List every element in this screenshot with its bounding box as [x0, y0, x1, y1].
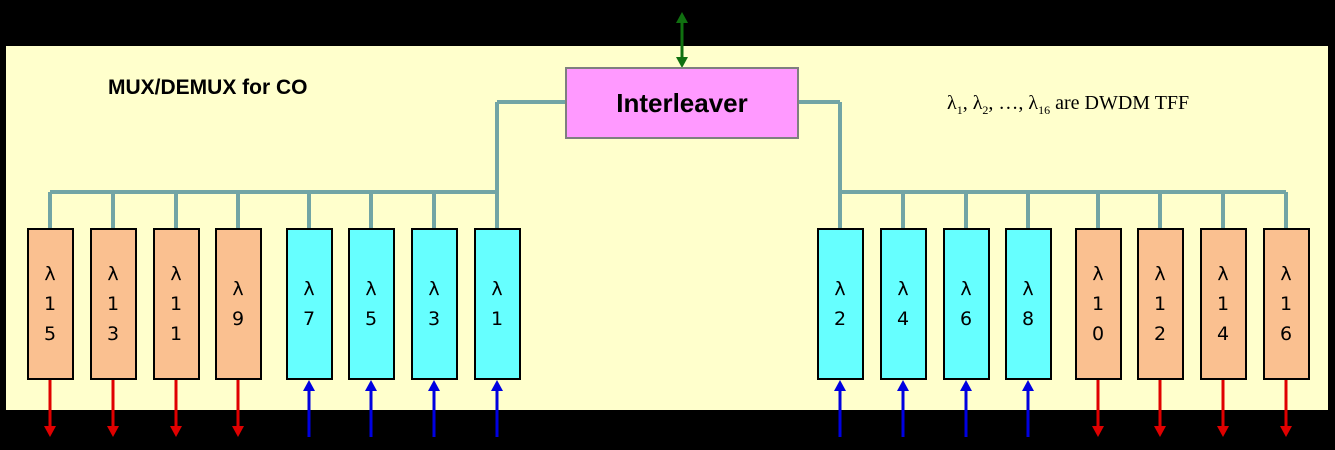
note-symbol-3: λ: [1028, 92, 1039, 114]
filter-label-char: λ: [1022, 278, 1034, 300]
note-sub-1: 1: [956, 103, 963, 117]
note-sep-3: ,: [1018, 92, 1029, 114]
filter-label-char: 6: [959, 308, 973, 330]
add-port-arrow: [303, 380, 315, 391]
add-port-arrow: [365, 380, 377, 391]
common-port-arrow-down: [676, 57, 688, 68]
filter-label-char: λ: [44, 263, 56, 285]
filter-left-2: λ 1 1: [152, 228, 200, 380]
note-sep-2: ,: [988, 92, 999, 114]
drop-port-arrow: [44, 426, 56, 437]
filter-right-5: λ 1 2: [1136, 228, 1184, 380]
filter-label-char: λ: [428, 278, 440, 300]
filter-label-char: 0: [1091, 323, 1105, 345]
note-ellipsis: …: [998, 92, 1019, 114]
add-port-arrow: [960, 380, 972, 391]
drop-port-arrow: [232, 426, 244, 437]
filter-label-char: λ: [107, 263, 119, 285]
filter-left-0: λ 1 5: [26, 228, 74, 380]
filter-label-char: λ: [1217, 263, 1229, 285]
filter-label-char: 3: [106, 323, 120, 345]
filter-right-7: λ 1 6: [1262, 228, 1310, 380]
filter-label-char: 7: [302, 308, 316, 330]
filter-label-char: 1: [1091, 293, 1105, 315]
drop-port-arrow: [1092, 426, 1104, 437]
filter-left-1: λ 1 3: [89, 228, 137, 380]
filter-label-char: 1: [43, 293, 57, 315]
filter-right-4: λ 1 0: [1074, 228, 1122, 380]
filter-label-char: 1: [169, 323, 183, 345]
filter-label-char: 5: [43, 323, 57, 345]
filter-label-char: 5: [364, 308, 378, 330]
filter-label-char: λ: [232, 278, 244, 300]
note-sep-1: ,: [962, 92, 973, 114]
filter-label-char: λ: [1154, 263, 1166, 285]
diagram-title: MUX/DEMUX for CO: [108, 76, 308, 99]
filter-label-char: λ: [1092, 263, 1104, 285]
drop-port-arrow: [107, 426, 119, 437]
filter-label-char: 4: [1216, 323, 1230, 345]
add-port-arrow: [491, 380, 503, 391]
interleaver-label: Interleaver: [616, 87, 748, 118]
drop-port-arrow: [170, 426, 182, 437]
filter-label-char: 1: [1153, 293, 1167, 315]
filter-right-6: λ 1 4: [1199, 228, 1247, 380]
filter-label-char: λ: [897, 278, 909, 300]
filter-label-char: 9: [231, 308, 245, 330]
filter-label-char: 8: [1021, 308, 1035, 330]
filter-label-char: 3: [427, 308, 441, 330]
drop-port-arrow: [1280, 426, 1292, 437]
filter-label-char: λ: [491, 278, 503, 300]
interleaver-box: Interleaver: [565, 67, 799, 139]
add-port-arrow: [1022, 380, 1034, 391]
filter-label-char: 1: [106, 293, 120, 315]
filter-label-char: 6: [1279, 323, 1293, 345]
filter-note: λ1, λ2, …, λ16 are DWDM TFF: [947, 92, 1189, 118]
filter-label-char: 1: [1279, 293, 1293, 315]
filter-label-char: λ: [303, 278, 315, 300]
add-port-arrow: [897, 380, 909, 391]
filter-label-char: λ: [834, 278, 846, 300]
note-sub-3: 16: [1038, 103, 1051, 117]
note-symbol-2: λ: [972, 92, 983, 114]
filter-label-char: λ: [960, 278, 972, 300]
note-symbol-1: λ: [947, 92, 957, 114]
add-port-arrow: [428, 380, 440, 391]
filter-label-char: λ: [170, 263, 182, 285]
common-port-arrow-up: [676, 12, 688, 23]
filter-label-char: λ: [365, 278, 377, 300]
filter-label-char: 2: [1153, 323, 1167, 345]
drop-port-arrow: [1217, 426, 1229, 437]
drop-port-arrow: [1154, 426, 1166, 437]
filter-label-char: λ: [1280, 263, 1292, 285]
filter-label-char: 2: [833, 308, 847, 330]
filter-label-char: 1: [490, 308, 504, 330]
note-sub-2: 2: [982, 103, 989, 117]
filter-label-char: 1: [169, 293, 183, 315]
add-port-arrow: [834, 380, 846, 391]
filter-label-char: 4: [896, 308, 910, 330]
note-suffix: are DWDM TFF: [1050, 92, 1190, 114]
filter-label-char: 1: [1216, 293, 1230, 315]
